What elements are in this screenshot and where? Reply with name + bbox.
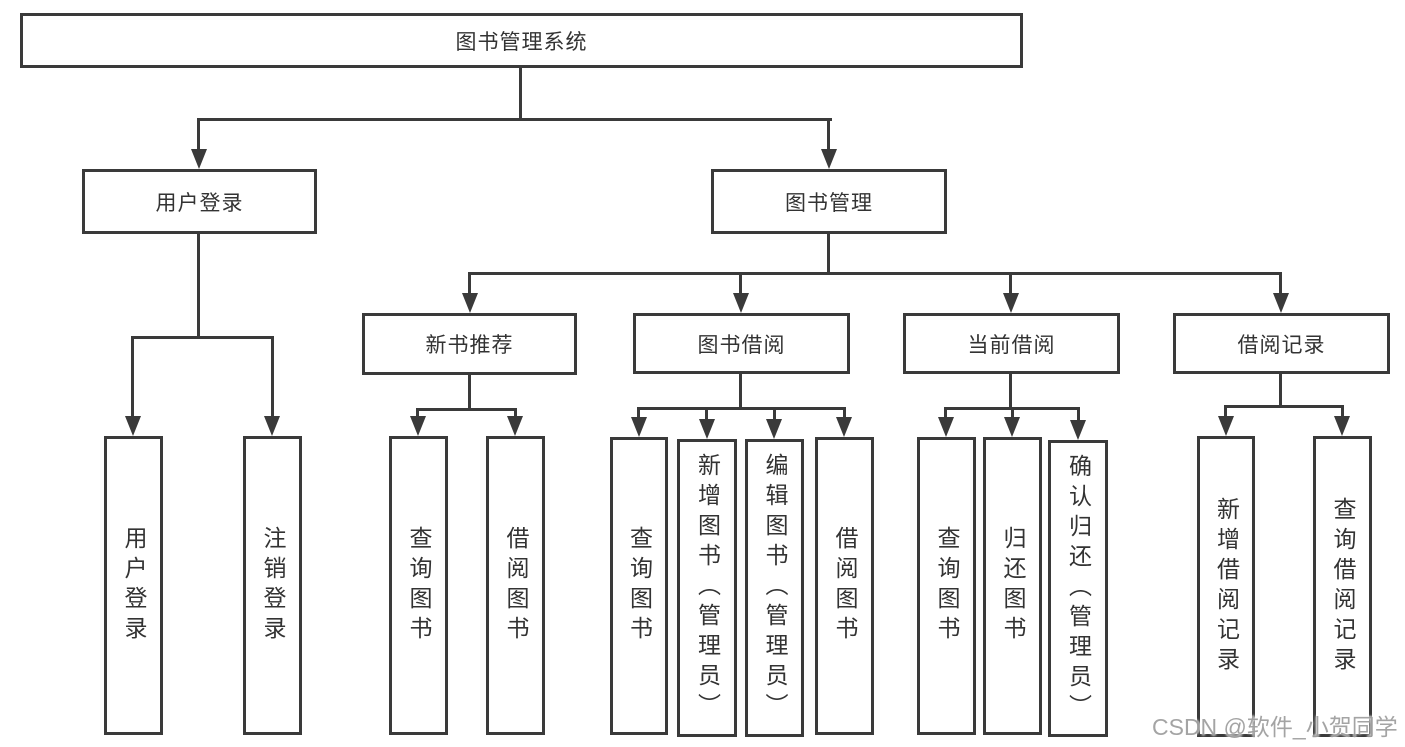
node-label: 用户登录 xyxy=(155,191,244,215)
connector-stub xyxy=(1077,407,1080,420)
arrow-to-leaf xyxy=(1334,416,1350,436)
connector-root-vertical xyxy=(519,68,522,121)
connector-book-borrow-vertical xyxy=(739,374,742,410)
connector-current-borrow-vertical xyxy=(1009,374,1012,410)
node-label: 图书管理 xyxy=(785,191,873,215)
leaf-add-borrow-record: 新增借阅记录 xyxy=(1197,436,1255,737)
leaf-label: 编辑图书（管理员） xyxy=(762,453,788,723)
connector-user-login-vertical xyxy=(197,234,200,339)
node-book-management: 图书管理 xyxy=(711,169,947,234)
connector-stub xyxy=(514,408,517,416)
csdn-watermark: CSDN @软件_小贺同学 xyxy=(1152,714,1398,740)
connector-stub-leaf-logout xyxy=(271,336,274,416)
connector-stub xyxy=(1224,405,1227,416)
node-library-management-system: 图书管理系统 xyxy=(20,13,1023,68)
connector-stub xyxy=(637,407,640,417)
connector-borrow-record-vertical xyxy=(1279,374,1282,408)
connector-level2-branch xyxy=(197,118,832,121)
arrow-to-leaf xyxy=(1004,417,1020,437)
node-user-login: 用户登录 xyxy=(82,169,317,234)
node-label: 图书管理系统 xyxy=(455,30,588,54)
leaf-label: 查询图书 xyxy=(626,526,653,646)
leaf-query-books-recommend: 查询图书 xyxy=(389,436,448,735)
node-label: 图书借阅 xyxy=(697,333,786,357)
connector-stub xyxy=(416,408,419,416)
node-label: 新书推荐 xyxy=(425,334,514,357)
arrow-to-leaf xyxy=(699,419,715,439)
arrow-to-leaf-login xyxy=(125,416,141,436)
connector-new-book-vertical xyxy=(468,375,471,411)
connector-user-login-branch xyxy=(131,336,274,339)
node-label: 借阅记录 xyxy=(1237,333,1326,357)
arrow-to-borrow-record xyxy=(1273,293,1289,313)
leaf-label: 归还图书 xyxy=(1000,526,1026,646)
node-current-borrowing: 当前借阅 xyxy=(903,313,1120,374)
arrow-to-leaf xyxy=(410,416,426,436)
leaf-query-books-current: 查询图书 xyxy=(917,437,976,735)
leaf-label: 查询图书 xyxy=(934,526,960,646)
leaf-label: 新增借阅记录 xyxy=(1213,496,1240,677)
leaf-query-borrow-record: 查询借阅记录 xyxy=(1313,436,1372,737)
connector-stub-book-management xyxy=(827,118,830,151)
arrow-to-current-borrow xyxy=(1003,293,1019,313)
node-new-book-recommend: 新书推荐 xyxy=(362,313,577,375)
connector-stub-new-book xyxy=(468,272,471,293)
arrow-to-book-management xyxy=(821,149,837,169)
connector-book-management-vertical xyxy=(827,234,830,275)
connector-stub-leaf-login xyxy=(131,336,134,416)
leaf-borrow-books: 借阅图书 xyxy=(815,437,874,735)
arrow-to-leaf xyxy=(1218,416,1234,436)
leaf-label: 查询图书 xyxy=(406,525,432,646)
arrow-to-leaf xyxy=(1070,420,1086,440)
leaf-return-books: 归还图书 xyxy=(983,437,1042,735)
leaf-borrow-books-recommend: 借阅图书 xyxy=(486,436,545,735)
connector-stub xyxy=(843,407,846,417)
leaf-query-books-borrow: 查询图书 xyxy=(610,437,668,735)
leaf-label: 新增图书（管理员） xyxy=(694,453,721,723)
connector-stub-book-borrow xyxy=(739,272,742,293)
connector-borrow-record-branch xyxy=(1224,405,1344,408)
connector-stub xyxy=(1341,405,1344,416)
connector-new-book-branch xyxy=(416,408,517,411)
leaf-label: 查询借阅记录 xyxy=(1330,496,1356,677)
leaf-label: 确认归还（管理员） xyxy=(1065,453,1092,724)
connector-stub xyxy=(705,407,708,419)
arrow-to-leaf xyxy=(836,417,852,437)
leaf-label: 注销登录 xyxy=(260,525,286,646)
arrow-to-book-borrow xyxy=(733,293,749,313)
arrow-to-user-login xyxy=(191,149,207,169)
leaf-label: 借阅图书 xyxy=(503,525,529,646)
leaf-logout: 注销登录 xyxy=(243,436,302,735)
leaf-confirm-return-admin: 确认归还（管理员） xyxy=(1048,440,1108,737)
node-label: 当前借阅 xyxy=(967,333,1056,357)
connector-level3-branch xyxy=(468,272,1282,275)
connector-book-borrow-branch xyxy=(637,407,846,410)
arrow-to-leaf xyxy=(766,419,782,439)
node-borrowing-records: 借阅记录 xyxy=(1173,313,1390,374)
leaf-label: 用户登录 xyxy=(121,525,147,646)
connector-stub xyxy=(944,407,947,417)
leaf-edit-books-admin: 编辑图书（管理员） xyxy=(745,439,804,737)
arrow-to-new-book xyxy=(462,293,478,313)
arrow-to-leaf xyxy=(507,416,523,436)
connector-stub-borrow-record xyxy=(1279,272,1282,293)
arrow-to-leaf xyxy=(631,417,647,437)
leaf-add-books-admin: 新增图书（管理员） xyxy=(677,439,737,737)
connector-stub-current-borrow xyxy=(1009,272,1012,293)
node-book-borrowing: 图书借阅 xyxy=(633,313,850,374)
leaf-user-login: 用户登录 xyxy=(104,436,163,735)
leaf-label: 借阅图书 xyxy=(832,526,858,646)
connector-stub xyxy=(1011,407,1014,417)
connector-stub-user-login xyxy=(197,118,200,151)
connector-stub xyxy=(773,407,776,419)
arrow-to-leaf-logout xyxy=(264,416,280,436)
arrow-to-leaf xyxy=(938,417,954,437)
